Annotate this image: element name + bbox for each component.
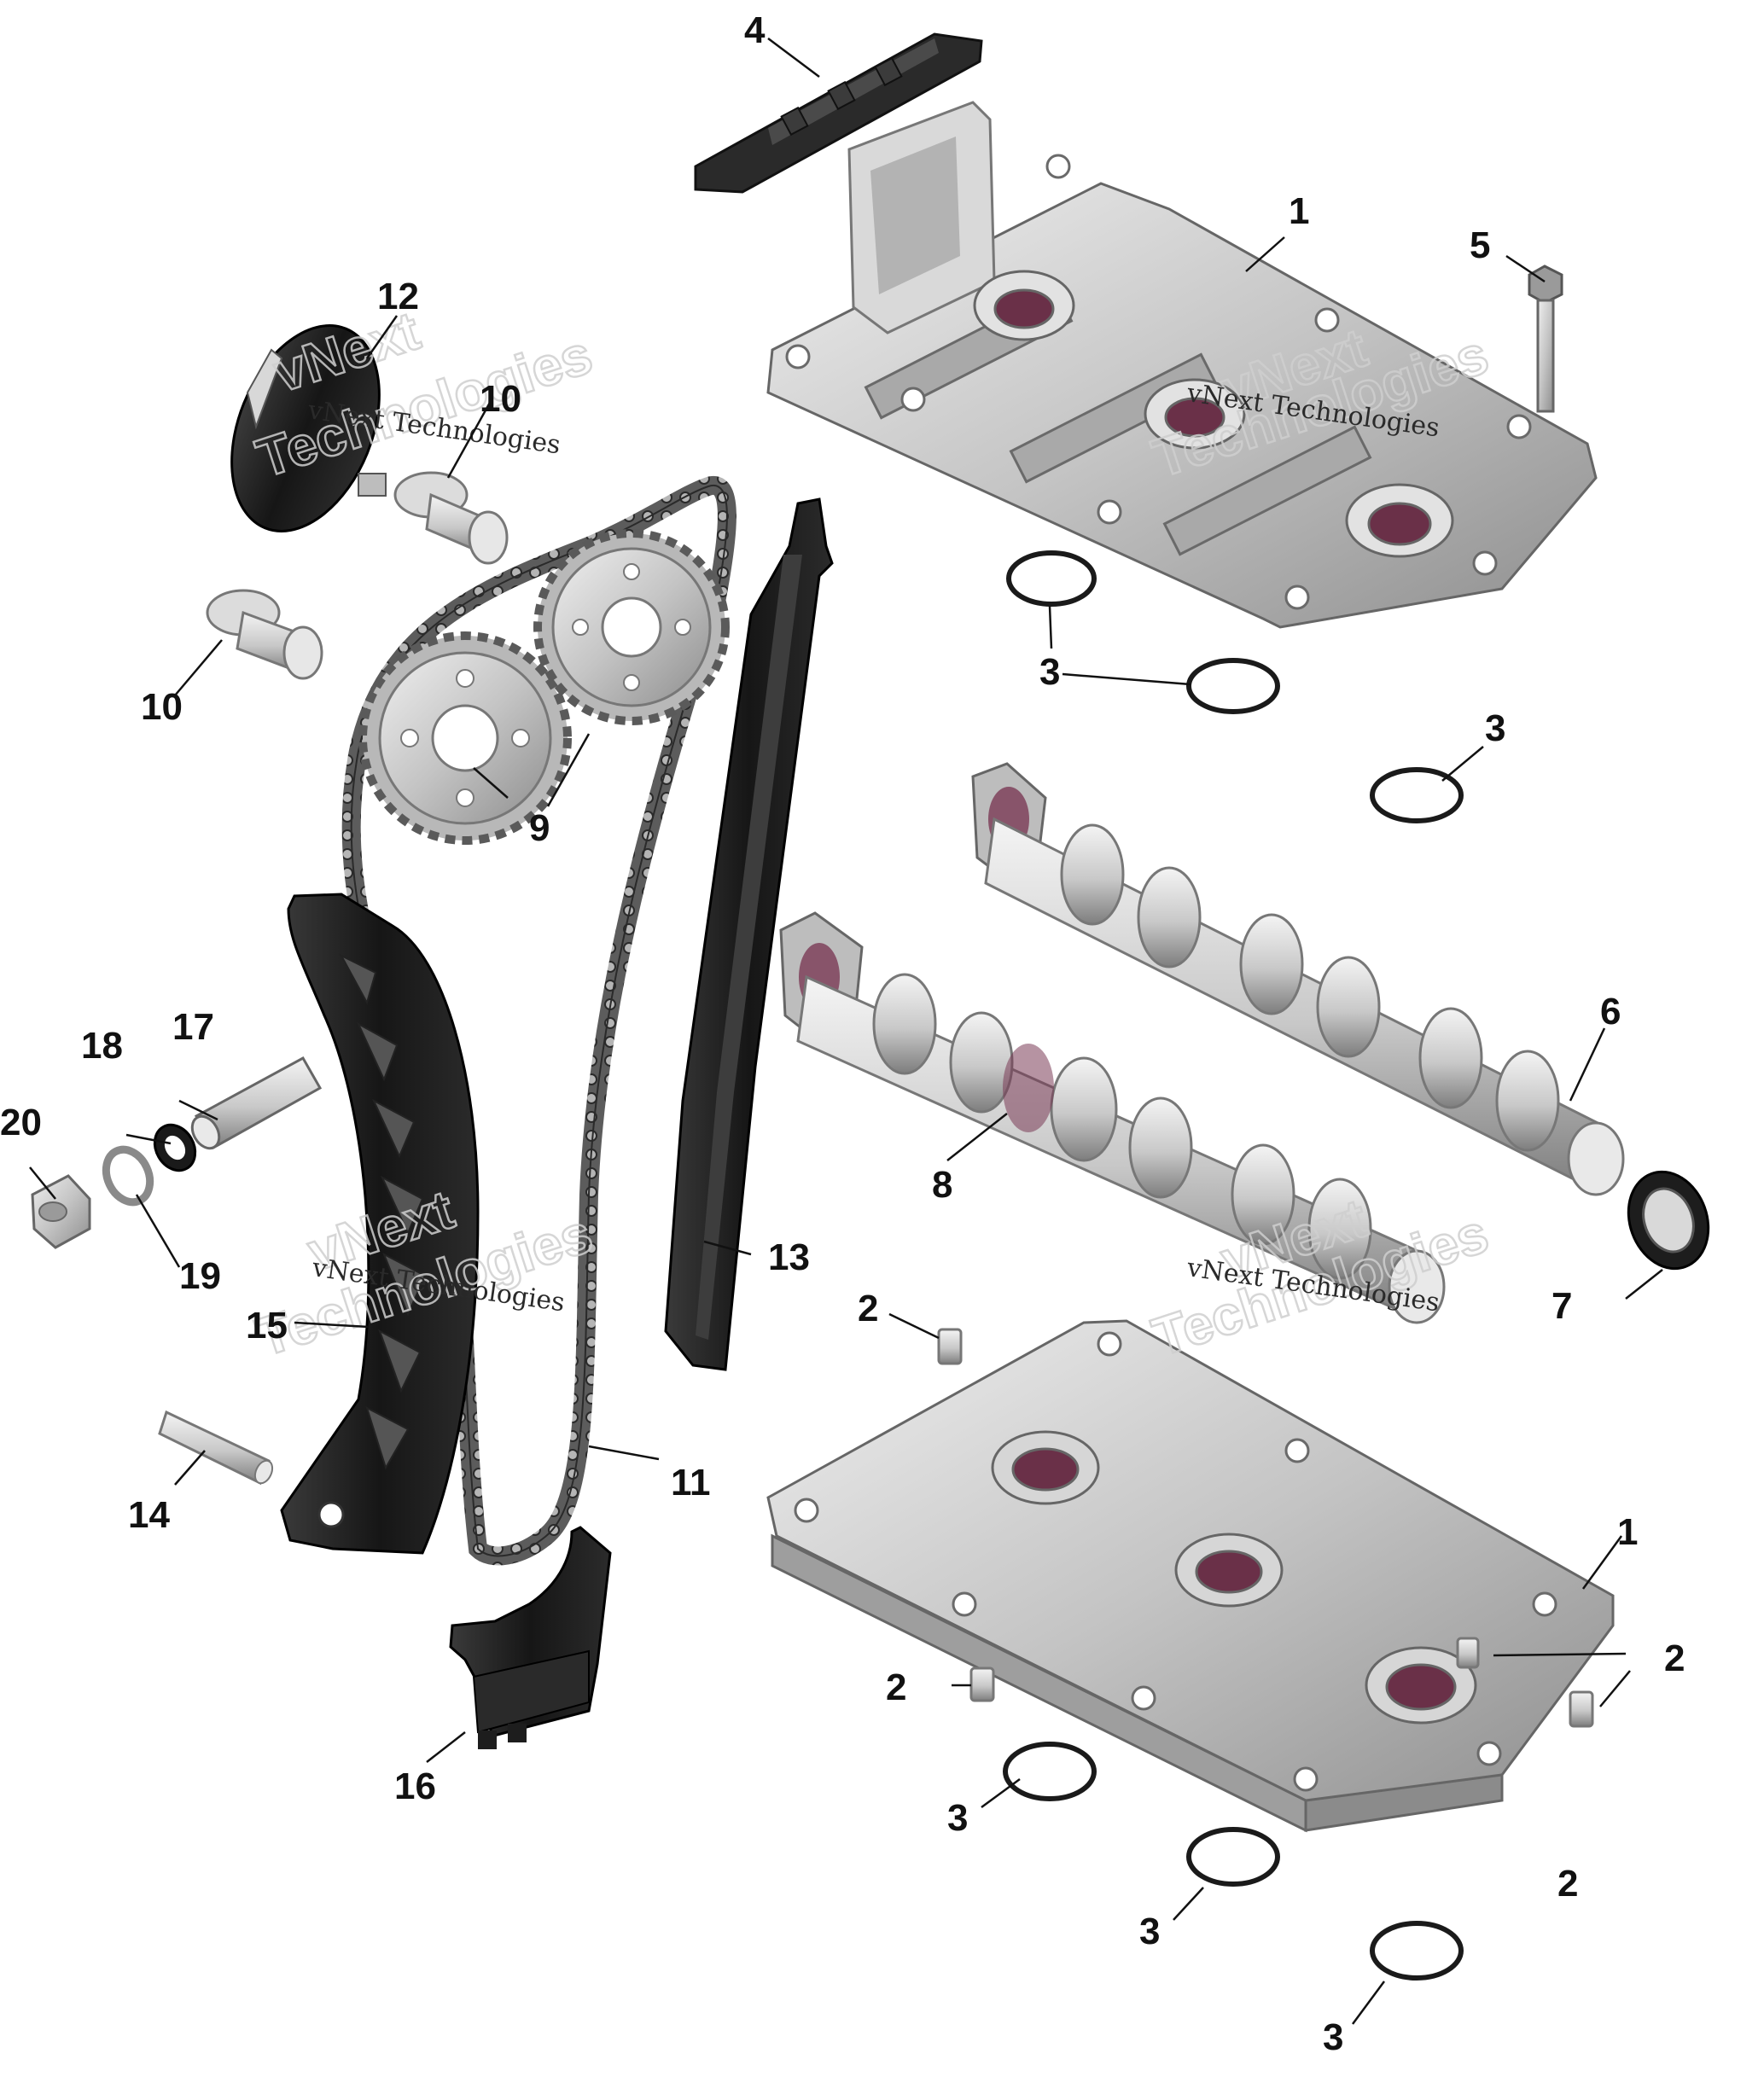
camshaft-exhaust-part-6: [971, 762, 1625, 1196]
callout-16: 16: [394, 1765, 436, 1807]
callout-11: 11: [671, 1462, 711, 1504]
callout-17: 17: [172, 1006, 214, 1048]
callout-14: 14: [128, 1494, 170, 1536]
callout-9: 9: [529, 807, 550, 849]
upper-guide-part-4: [694, 32, 983, 194]
spring-part-18: [153, 1123, 197, 1172]
callout-8: 8: [932, 1164, 952, 1206]
callout-2-a: 2: [858, 1288, 878, 1329]
seal-rings-part-3: [1003, 550, 1464, 1981]
callout-2-d: 2: [1557, 1863, 1578, 1905]
lower-guide-part-16: [449, 1526, 612, 1749]
callout-3-a: 3: [1039, 651, 1060, 693]
callout-4: 4: [744, 9, 766, 51]
dowel-sleeves-part-2: [937, 1328, 1594, 1728]
tensioner-plunger-part-17: [190, 1056, 323, 1150]
callout-12: 12: [377, 276, 419, 317]
callout-3-c: 3: [947, 1797, 968, 1839]
chain-guide-part-13: [664, 497, 834, 1371]
oil-seal-part-7: [1627, 1170, 1710, 1271]
sealing-ring-part-19: [102, 1145, 154, 1207]
bushing-lower-part-10: [206, 589, 323, 680]
callout-19: 19: [179, 1255, 221, 1297]
callout-3-b: 3: [1485, 707, 1505, 749]
upper-camshaft-cap-part-1: [766, 101, 1598, 629]
lower-camshaft-carrier-part-1: [766, 1319, 1615, 1833]
leader-lines: [29, 38, 1663, 2025]
callout-3-e: 3: [1323, 2016, 1343, 2058]
callout-2-b: 2: [1664, 1637, 1685, 1679]
camshaft-intake-part-8: [779, 911, 1446, 1324]
callout-5: 5: [1470, 224, 1490, 266]
pivot-pin-part-14: [158, 1410, 274, 1486]
callout-3-d: 3: [1139, 1911, 1160, 1952]
callout-13: 13: [768, 1236, 810, 1278]
callout-1-upper: 1: [1289, 190, 1309, 232]
callout-15: 15: [246, 1305, 288, 1347]
callout-6: 6: [1600, 991, 1621, 1032]
callout-7: 7: [1552, 1285, 1572, 1327]
callouts: 4 1 5 12 10 10 3 3 9 6 8 7 13 2 11 15 17…: [0, 9, 1685, 2058]
sprocket-right-part-9: [533, 529, 730, 725]
callout-18: 18: [81, 1025, 123, 1067]
bushing-upper-part-10: [393, 471, 509, 565]
callout-20: 20: [0, 1102, 42, 1143]
plug-screw-part-20: [31, 1174, 91, 1249]
sprocket-left-part-9: [358, 631, 572, 845]
trigger-wheel-part-12: [230, 324, 387, 532]
bolt-part-5: [1528, 265, 1563, 413]
callout-2-c: 2: [886, 1666, 906, 1708]
callout-10-lower: 10: [141, 686, 183, 728]
tensioner-guide-part-15: [280, 893, 480, 1555]
callout-10-upper: 10: [480, 378, 521, 420]
callout-1-lower: 1: [1617, 1511, 1638, 1553]
